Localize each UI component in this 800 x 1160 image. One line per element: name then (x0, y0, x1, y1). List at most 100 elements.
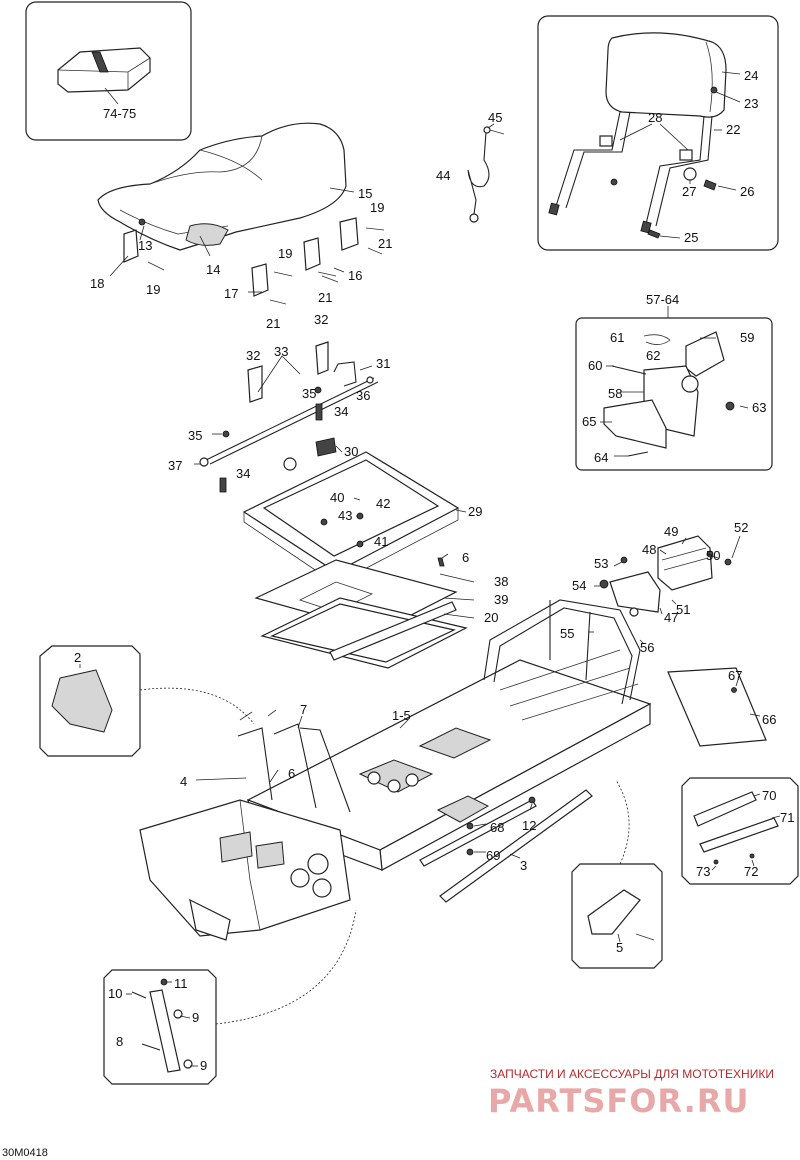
callout-33: 33 (274, 344, 288, 359)
drawing-code: 30M0418 (2, 1147, 48, 1159)
callout-55: 55 (560, 626, 574, 641)
callout-32-top: 32 (314, 312, 328, 327)
inset-parts-70-73: 70 71 73 72 (681, 777, 799, 885)
callout-12: 12 (522, 818, 536, 833)
callout-25: 25 (684, 230, 698, 245)
storage-tray: 30 40 42 43 29 41 (242, 437, 482, 585)
callout-31: 31 (376, 356, 390, 371)
callout-6-frame: 6 (288, 766, 295, 781)
callout-19-right: 19 (370, 200, 384, 215)
callout-5: 5 (616, 940, 623, 955)
callout-62: 62 (646, 348, 660, 363)
snow-flap: 67 66 (667, 667, 776, 747)
callout-44: 44 (436, 168, 450, 183)
callout-61: 61 (610, 330, 624, 345)
inset-seat-cover: 74-75 (25, 1, 192, 141)
callout-7: 7 (300, 702, 307, 717)
watermark: ЗАПЧАСТИ И АКСЕССУАРЫ ДЛЯ МОТОТЕХНИКИ PA… (488, 1067, 774, 1120)
callout-27: 27 (682, 184, 696, 199)
callout-32-hinge: 32 (246, 348, 260, 363)
callout-48: 48 (642, 542, 656, 557)
callout-16: 16 (348, 268, 362, 283)
callout-54: 54 (572, 578, 586, 593)
watermark-logo: PARTSFOR.RU (488, 1082, 749, 1120)
callout-37: 37 (168, 458, 182, 473)
callout-21-low: 21 (266, 316, 280, 331)
callout-58: 58 (608, 386, 622, 401)
callout-8: 8 (116, 1034, 123, 1049)
inset-part-2: 2 (39, 645, 255, 757)
callout-71: 71 (780, 810, 794, 825)
callout-66: 66 (762, 712, 776, 727)
callout-74-75: 74-75 (103, 106, 136, 121)
callout-35-low: 35 (188, 428, 202, 443)
callout-14: 14 (206, 262, 220, 277)
callout-67: 67 (728, 668, 742, 683)
inset-part-5: 5 (571, 779, 663, 969)
callout-57-64: 57-64 (646, 292, 679, 307)
callout-45: 45 (488, 110, 502, 125)
callout-22: 22 (726, 122, 740, 137)
callout-40: 40 (330, 490, 344, 505)
callout-53: 53 (594, 556, 608, 571)
callout-72: 72 (744, 864, 758, 879)
callout-9-top: 9 (192, 1010, 199, 1025)
tether-cord: 45 44 (436, 110, 505, 223)
callout-1-5: 1-5 (392, 708, 411, 723)
callout-19-mid: 19 (278, 246, 292, 261)
callout-2: 2 (74, 650, 81, 665)
callout-38: 38 (494, 574, 508, 589)
callout-42: 42 (376, 496, 390, 511)
hinge-rod-assembly: 32 33 31 36 35 34 35 37 34 (168, 341, 390, 493)
callout-11: 11 (174, 976, 188, 991)
callout-10: 10 (108, 986, 122, 1001)
callout-56: 56 (640, 640, 654, 655)
callout-65: 65 (582, 414, 596, 429)
callout-69: 69 (486, 848, 500, 863)
callout-15: 15 (358, 186, 372, 201)
inset-taillight: 57-64 61 62 59 60 58 63 65 64 (575, 292, 773, 471)
callout-68: 68 (490, 820, 504, 835)
callout-43: 43 (338, 508, 352, 523)
callout-19-left: 19 (146, 282, 160, 297)
callout-60: 60 (588, 358, 602, 373)
callout-59: 59 (740, 330, 754, 345)
seat-assembly: 15 13 14 18 19 19 19 21 16 21 17 21 32 (90, 122, 392, 331)
callout-39: 39 (494, 592, 508, 607)
callout-51: 51 (676, 602, 690, 617)
inset-bolts-8-11: 10 11 9 8 9 (103, 909, 357, 1085)
callout-18: 18 (90, 276, 104, 291)
callout-52: 52 (734, 520, 748, 535)
callout-34-top: 34 (334, 404, 348, 419)
callout-34-low: 34 (236, 466, 250, 481)
callout-28: 28 (648, 110, 662, 125)
callout-70: 70 (762, 788, 776, 803)
callout-3: 3 (520, 858, 527, 873)
callout-50: 50 (706, 548, 720, 563)
callout-64: 64 (594, 450, 608, 465)
callout-9-low: 9 (200, 1058, 207, 1073)
callout-24: 24 (744, 68, 758, 83)
callout-20: 20 (484, 610, 498, 625)
callout-36: 36 (356, 388, 370, 403)
callout-6-top: 6 (462, 550, 469, 565)
callout-29: 29 (468, 504, 482, 519)
callout-21-mid: 21 (318, 290, 332, 305)
watermark-tagline: ЗАПЧАСТИ И АКСЕССУАРЫ ДЛЯ МОТОТЕХНИКИ (490, 1067, 774, 1081)
rear-light-bracket: 49 52 48 50 53 54 51 47 55 56 (560, 520, 748, 655)
callout-73: 73 (696, 864, 710, 879)
callout-23: 23 (744, 96, 758, 111)
callout-4: 4 (180, 774, 187, 789)
callout-26: 26 (740, 184, 754, 199)
main-frame: 1-5 7 4 6 12 68 69 3 (139, 599, 652, 941)
callout-41: 41 (374, 534, 388, 549)
callout-30: 30 (344, 444, 358, 459)
callout-17: 17 (224, 286, 238, 301)
callout-21-right: 21 (378, 236, 392, 251)
callout-49: 49 (664, 524, 678, 539)
callout-13: 13 (138, 238, 152, 253)
gasket-plates: 6 38 39 20 (254, 550, 508, 669)
inset-backrest: 24 23 22 28 27 26 25 (537, 15, 779, 251)
callout-63: 63 (752, 400, 766, 415)
